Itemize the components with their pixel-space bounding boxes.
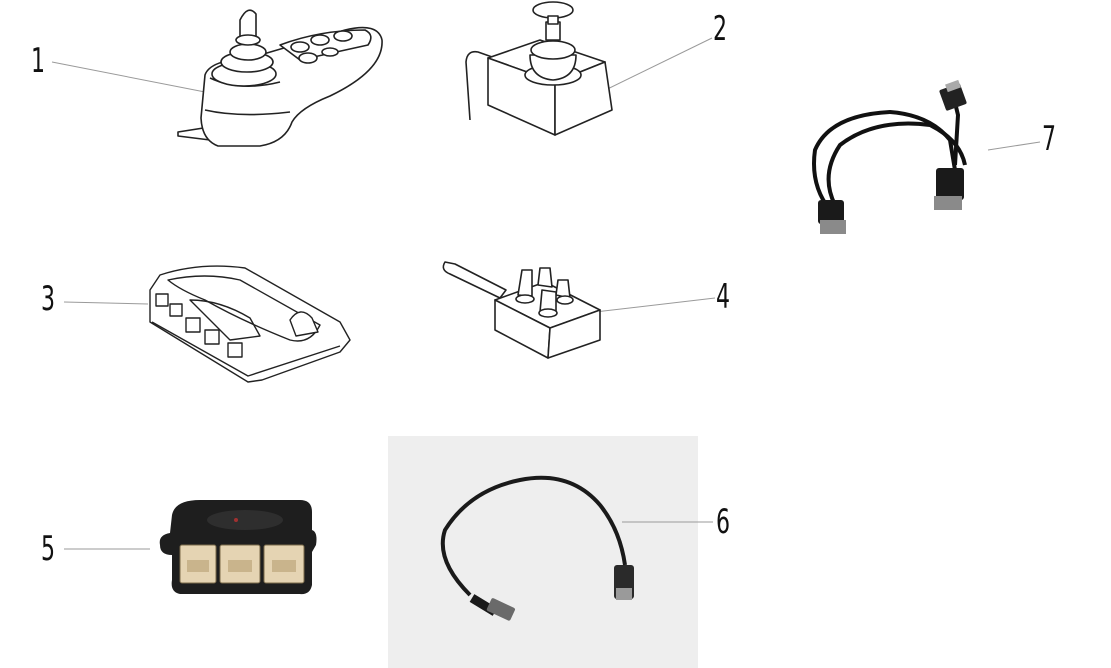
callout-number-3: 3 bbox=[41, 279, 56, 319]
joystick-controller-icon bbox=[177, 9, 383, 147]
callout-number-5: 5 bbox=[41, 529, 56, 569]
leader-line-3 bbox=[63, 301, 149, 305]
long-cable-icon bbox=[812, 79, 967, 234]
callout-number-6: 6 bbox=[716, 502, 731, 542]
control-module-icon bbox=[149, 265, 351, 383]
leader-line-4 bbox=[594, 297, 716, 313]
switch-box-icon bbox=[442, 261, 601, 359]
callout-number-4: 4 bbox=[716, 277, 731, 317]
cable-photo-background bbox=[388, 436, 698, 668]
junction-module-icon bbox=[159, 500, 317, 595]
leader-line-7 bbox=[987, 141, 1041, 151]
joystick-box-icon bbox=[465, 1, 613, 136]
leader-line-1 bbox=[51, 61, 206, 93]
short-cable-icon bbox=[440, 475, 634, 621]
callout-number-7: 7 bbox=[1042, 119, 1057, 159]
callout-number-2: 2 bbox=[713, 9, 728, 49]
callout-number-1: 1 bbox=[31, 41, 46, 81]
